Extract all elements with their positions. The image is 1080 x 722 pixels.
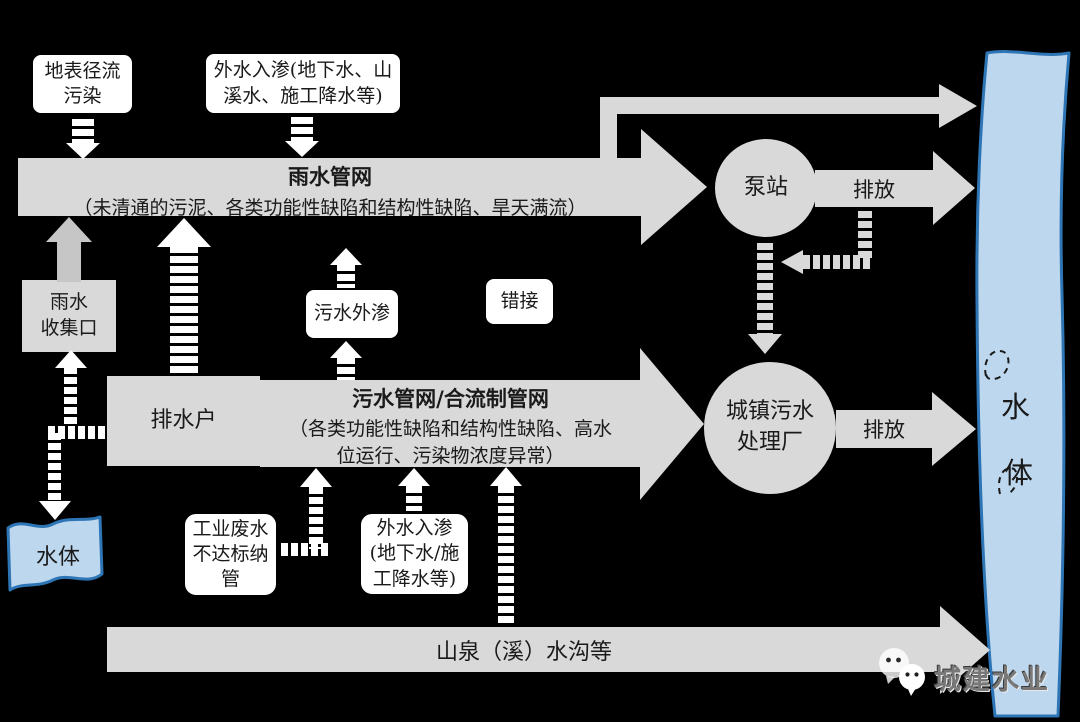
box-text: (地下水/施 xyxy=(369,542,460,565)
mountain-ditch-label: 山泉（溪）水沟等 xyxy=(107,627,941,672)
backflow-dashed-arrowhead-left xyxy=(781,250,803,274)
dashed-arrowhead-down xyxy=(66,143,100,159)
infiltration-bottom-dashed-arrow xyxy=(406,486,422,511)
river-eddy-icon xyxy=(998,467,1019,495)
box-text: 污水外渗 xyxy=(313,302,390,325)
mountain-ditch-arrowhead xyxy=(940,606,990,694)
box-text: 溪水、施工降水等) xyxy=(223,84,383,107)
box-sewage-exfiltration: 污水外渗 xyxy=(303,287,401,341)
dashed-arrowhead-down xyxy=(285,141,319,157)
box-text: 不达标纳 xyxy=(192,542,269,565)
discharge-bottom-arrow: 排放 xyxy=(836,410,932,448)
industrial-arrowhead-up xyxy=(300,468,332,487)
box-wrong-connection: 错接 xyxy=(483,276,556,327)
water-body-right xyxy=(975,50,1071,718)
backflow-dashed-arrow-vertical xyxy=(858,211,872,261)
rain-pipe-title: 雨水管网 xyxy=(288,164,372,189)
pump-to-plant-arrowhead-down xyxy=(748,334,782,354)
water-flag-shape xyxy=(6,515,104,592)
drainuser-to-water-dashed-vertical xyxy=(48,433,61,503)
dashed-arrow-surface-runoff xyxy=(72,119,94,145)
box-text: 工业废水 xyxy=(192,517,269,540)
treatment-plant-node: 城镇污水 处理厂 xyxy=(704,362,836,494)
sewage-pipe-subtitle-line2: 位运行、污染物浓度异常） xyxy=(336,445,565,467)
sewage-pipe-title: 污水管网/合流制管网 xyxy=(352,386,549,411)
box-text: 外水入渗 xyxy=(376,517,453,540)
river-label-char2: 体 xyxy=(1004,456,1034,490)
box-rain-collection-inlet: 雨水 收集口 xyxy=(22,280,116,352)
pump-station-node: 泵站 xyxy=(715,139,817,237)
mountain-ditch-text: 山泉（溪）水沟等 xyxy=(435,639,612,665)
box-text: 工降水等) xyxy=(372,567,457,590)
mountain-to-sewage-arrowhead-up xyxy=(490,467,522,486)
box-text: 地表径流 xyxy=(44,59,121,82)
discharge-bottom-label: 排放 xyxy=(863,418,905,442)
backflow-dashed-arrow-horizontal xyxy=(803,255,872,269)
box-text: 污染 xyxy=(63,85,102,107)
sewage-pipe-arrowhead xyxy=(640,348,704,500)
collect-to-rainpipe-arrow xyxy=(57,240,81,282)
drainuser-to-water-arrowhead-down xyxy=(39,501,71,520)
rain-pipe-subtitle: （未清通的污泥、各类功能性缺陷和结构性缺陷、旱天满流） xyxy=(73,197,587,219)
discharge-top-arrowhead xyxy=(933,151,975,225)
rain-pipe-arrow xyxy=(18,158,642,216)
treatment-plant-label: 城镇污水 xyxy=(725,399,814,425)
discharge-top-arrow: 排放 xyxy=(815,170,933,207)
drainage-user-label: 排水户 xyxy=(150,408,217,434)
overflow-bypass-arrow-horizontal xyxy=(600,97,940,114)
mountain-to-sewage-dashed-arrow xyxy=(498,486,514,625)
drainuser-left-dashed-horizontal xyxy=(48,426,107,439)
box-industrial-wastewater: 工业废水 不达标纳 管 xyxy=(182,511,279,598)
mountain-ditch-arrow xyxy=(107,627,941,672)
river-label-char1: 水 xyxy=(1001,390,1031,424)
drainuser-to-collect-arrowhead-up xyxy=(55,350,87,368)
discharge-top-label: 排放 xyxy=(853,177,895,202)
box-text: 雨水 xyxy=(49,291,88,314)
wechat-icon xyxy=(879,648,925,696)
water-left-label: 水体 xyxy=(35,545,80,570)
box-text: 外水入渗(地下水、山 xyxy=(213,59,393,82)
dashed-arrow-infiltration-top xyxy=(291,117,313,143)
box-external-water-infiltration-bottom: 外水入渗 (地下水/施 工降水等) xyxy=(358,511,471,597)
watermark-label: 城建水业 xyxy=(934,665,1050,696)
sewageleak-up-dashed-arrow xyxy=(337,264,355,288)
sewage-pipe-arrow xyxy=(260,380,641,467)
sewageleak-up-arrowhead xyxy=(330,248,362,265)
industrial-dashed-vertical xyxy=(309,487,323,549)
drainuser-to-rainpipe-arrowhead-up xyxy=(157,218,211,247)
drainuser-to-collect-dashed-vertical xyxy=(64,367,77,426)
sewage-pipe-subtitle-line1: （各类功能性缺陷和结构性缺陷、高水 xyxy=(288,418,612,440)
box-text: 错接 xyxy=(500,289,539,312)
box-text: 收集口 xyxy=(40,317,98,339)
discharge-bottom-arrowhead xyxy=(932,392,976,466)
pump-to-plant-dashed-arrow xyxy=(757,243,773,336)
infiltration-bottom-arrowhead-up xyxy=(398,468,430,486)
overflow-bypass-arrowhead xyxy=(939,84,977,128)
treatment-plant-label: 处理厂 xyxy=(736,430,803,455)
box-drainage-user: 排水户 xyxy=(107,376,260,466)
drainuser-to-rainpipe-dashed-arrow xyxy=(170,246,198,376)
box-surface-runoff-pollution: 地表径流 污染 xyxy=(30,52,135,116)
sewagepipe-to-leak-dashed-arrow xyxy=(337,357,355,381)
river-shape xyxy=(975,50,1071,718)
pump-station-label: 泵站 xyxy=(743,175,788,201)
box-external-water-infiltration-top: 外水入渗(地下水、山 溪水、施工降水等) xyxy=(203,51,403,116)
collect-to-rainpipe-arrowhead-up xyxy=(46,217,92,242)
rain-pipe-arrowhead xyxy=(641,129,707,245)
box-text: 管 xyxy=(220,568,240,591)
water-body-left-flag xyxy=(6,515,104,592)
sewagepipe-to-leak-arrowhead xyxy=(330,341,362,358)
